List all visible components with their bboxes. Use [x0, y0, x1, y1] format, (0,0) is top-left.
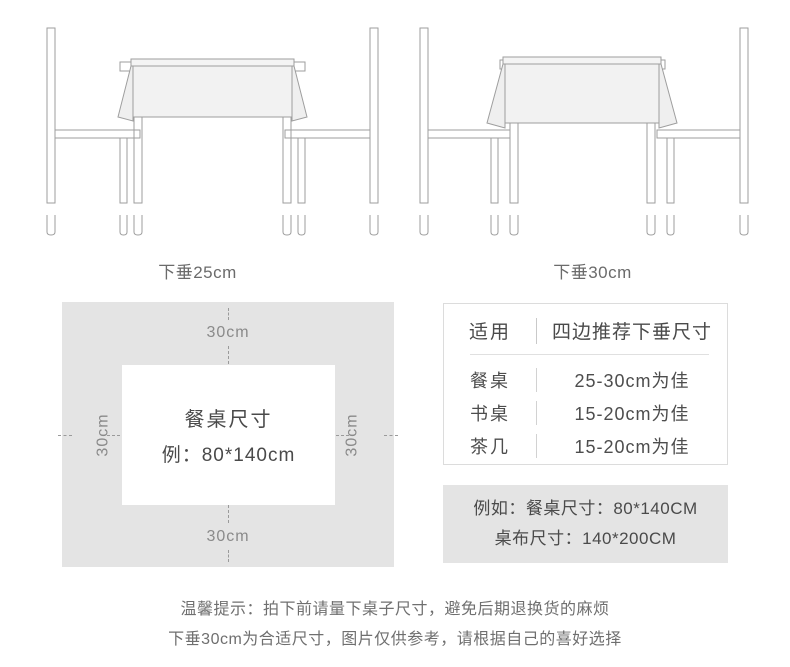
header-separator — [470, 354, 709, 355]
tick-right-outer — [384, 434, 398, 436]
example-line-cloth: 桌布尺寸：140*200CM — [494, 529, 677, 548]
illustration-drop-30: 下垂30cm — [395, 0, 790, 290]
tick-top-inner — [228, 346, 229, 364]
row-divider — [536, 400, 537, 425]
table-row: 餐桌 25-30cm为佳 — [444, 363, 727, 396]
tip-line-1: 温馨提示：拍下前请量下桌子尺寸，避免后期退换货的麻烦 — [180, 601, 610, 618]
margin-label-left: 30cm — [94, 412, 112, 457]
footer-tips: 温馨提示：拍下前请量下桌子尺寸，避免后期退换货的麻烦 下垂30cm为合适尺寸，图… — [0, 595, 790, 654]
cell-drop: 25-30cm为佳 — [574, 370, 690, 391]
table-header-row: 适用 四边推荐下垂尺寸 — [444, 304, 727, 353]
table-row: 茶几 15-20cm为佳 — [444, 429, 727, 462]
tick-left-outer — [58, 434, 72, 436]
cell-use: 书桌 — [470, 403, 510, 424]
table-size-title: 餐桌尺寸 — [184, 409, 273, 431]
cell-drop: 15-20cm为佳 — [574, 403, 690, 424]
cell-use: 餐桌 — [470, 370, 510, 391]
header-divider — [536, 317, 537, 344]
tablecloth-shape-25 — [117, 58, 308, 122]
table-with-cloth-drawing-30 — [419, 27, 749, 236]
row-divider — [536, 367, 537, 392]
cell-use: 茶几 — [470, 436, 510, 457]
tick-bottom-outer — [228, 550, 229, 562]
margin-label-bottom: 30cm — [206, 528, 250, 545]
cell-drop: 15-20cm为佳 — [574, 436, 690, 457]
row-divider — [536, 433, 537, 458]
table-with-cloth-drawing-25 — [46, 27, 379, 236]
example-callout: 例如：餐桌尺寸：80*140CM 桌布尺寸：140*200CM — [443, 485, 728, 563]
tick-right-inner — [336, 434, 354, 436]
table-row: 书桌 15-20cm为佳 — [444, 396, 727, 429]
example-line-table: 例如：餐桌尺寸：80*140CM — [473, 499, 698, 519]
drop-caption-30: 下垂30cm — [553, 263, 632, 282]
tip-line-2: 下垂30cm为合适尺寸，图片仅供参考，请根据自己的喜好选择 — [168, 630, 622, 648]
header-cell-drop: 四边推荐下垂尺寸 — [551, 322, 712, 343]
tablecloth-shape-30 — [486, 56, 678, 129]
tick-top-outer — [228, 308, 229, 320]
tick-bottom-inner — [228, 505, 229, 523]
header-cell-use: 适用 — [468, 322, 511, 343]
table-size-example: 例：80*140cm — [161, 445, 296, 466]
drop-caption-25: 下垂25cm — [158, 263, 237, 282]
table-size-diagram: 30cm 30cm 30cm 30cm 餐桌尺寸 例：80*140cm — [58, 302, 398, 567]
table-surface-area: 餐桌尺寸 例：80*140cm — [122, 365, 335, 505]
recommendation-table: 适用 四边推荐下垂尺寸 餐桌 25-30cm为佳 书桌 15-20cm为佳 茶几… — [443, 303, 728, 465]
margin-label-top: 30cm — [206, 324, 250, 341]
margin-label-right: 30cm — [343, 412, 361, 457]
tick-left-inner — [102, 434, 120, 436]
illustration-drop-25: 下垂25cm — [0, 0, 395, 290]
table-body: 餐桌 25-30cm为佳 书桌 15-20cm为佳 茶几 15-20cm为佳 — [444, 353, 727, 462]
